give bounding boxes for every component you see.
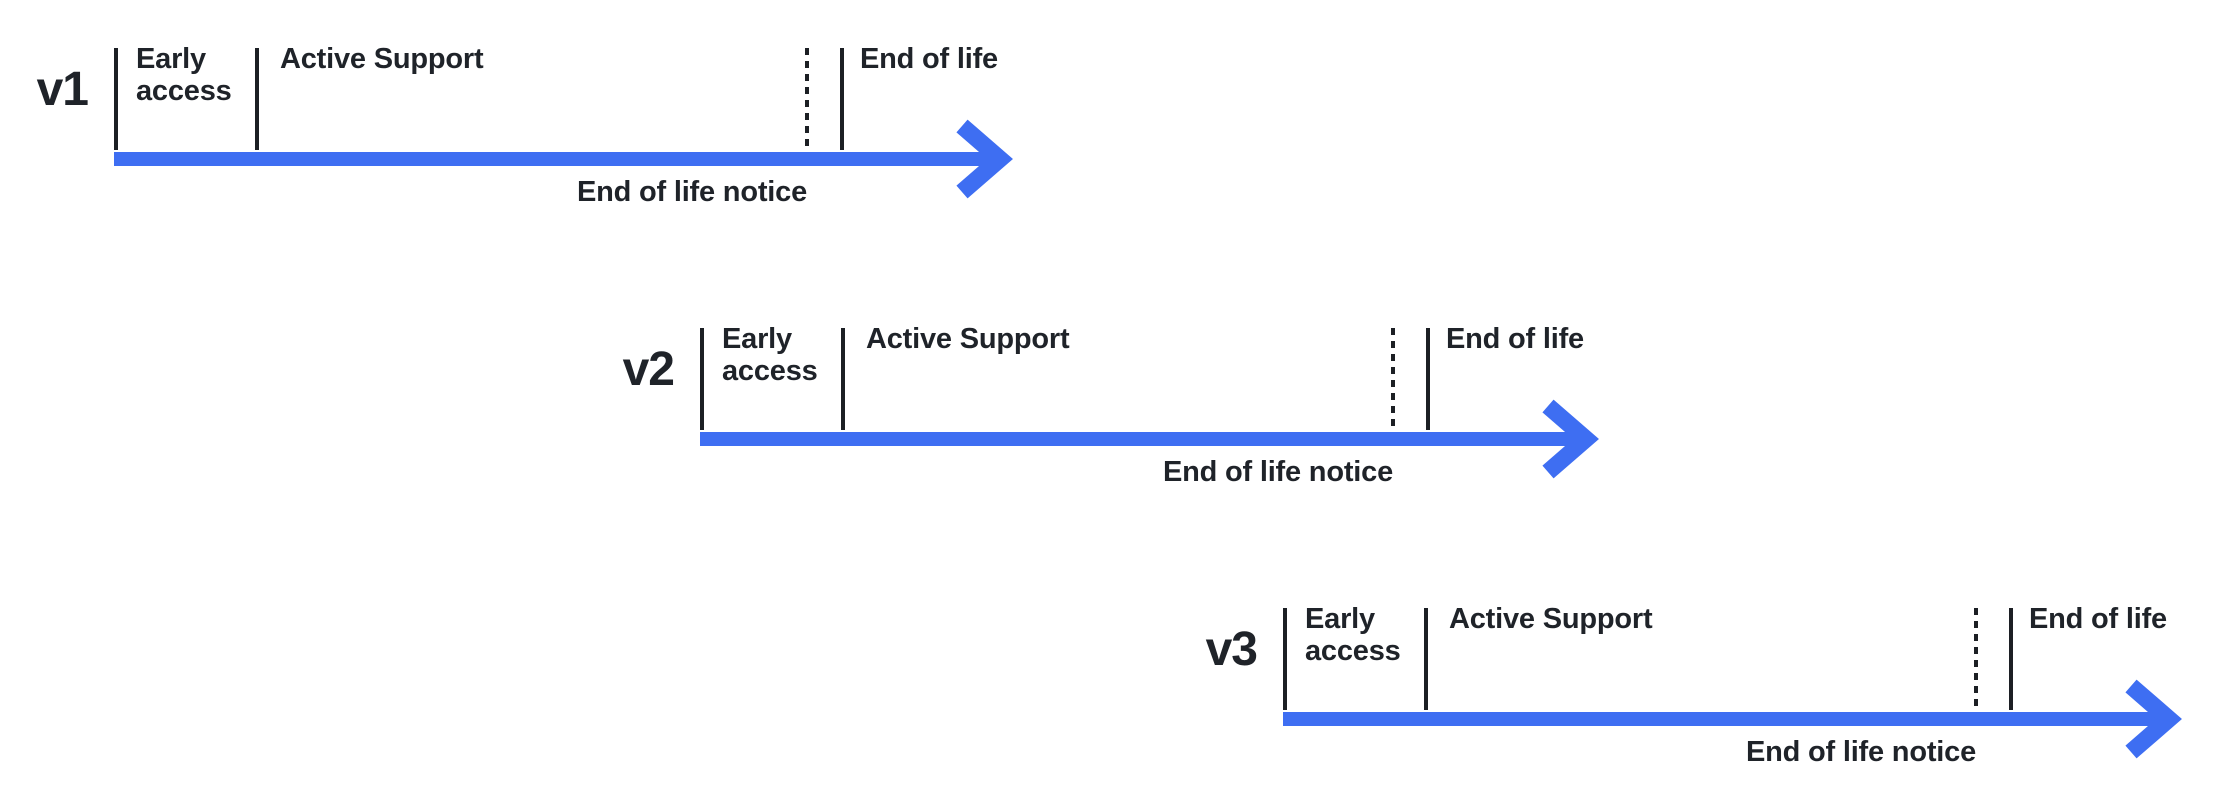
end-of-life-label: End of life xyxy=(860,43,998,75)
version-label: v1 xyxy=(36,63,89,116)
end-of-life-notice-label: End of life notice xyxy=(1745,736,1976,768)
timeline-v2: v2 Early access Active Support End of li… xyxy=(623,323,1662,503)
timeline-v1: v1 Early access Active Support End of li… xyxy=(37,43,1076,223)
early-access-label: Early access xyxy=(1305,603,1401,667)
early-access-label: Early access xyxy=(722,323,818,387)
timeline-graphic xyxy=(700,328,1599,479)
end-of-life-notice-label: End of life notice xyxy=(1162,456,1393,488)
end-of-life-label: End of life xyxy=(1446,323,1584,355)
version-label: v2 xyxy=(622,343,675,396)
timeline-graphic xyxy=(1283,608,2182,759)
arrow-head xyxy=(956,119,1013,199)
end-of-life-label: End of life xyxy=(2029,603,2167,635)
active-support-label: Active Support xyxy=(280,43,484,75)
early-access-label: Early access xyxy=(136,43,232,107)
arrow-head xyxy=(2125,679,2182,759)
active-support-label: Active Support xyxy=(866,323,1070,355)
timeline-v3: v3 Early access Active Support End of li… xyxy=(1206,603,2228,783)
active-support-label: Active Support xyxy=(1449,603,1653,635)
timeline-graphic xyxy=(114,48,1013,199)
version-label: v3 xyxy=(1205,623,1258,676)
end-of-life-notice-label: End of life notice xyxy=(576,176,807,208)
arrow-head xyxy=(1542,399,1599,479)
